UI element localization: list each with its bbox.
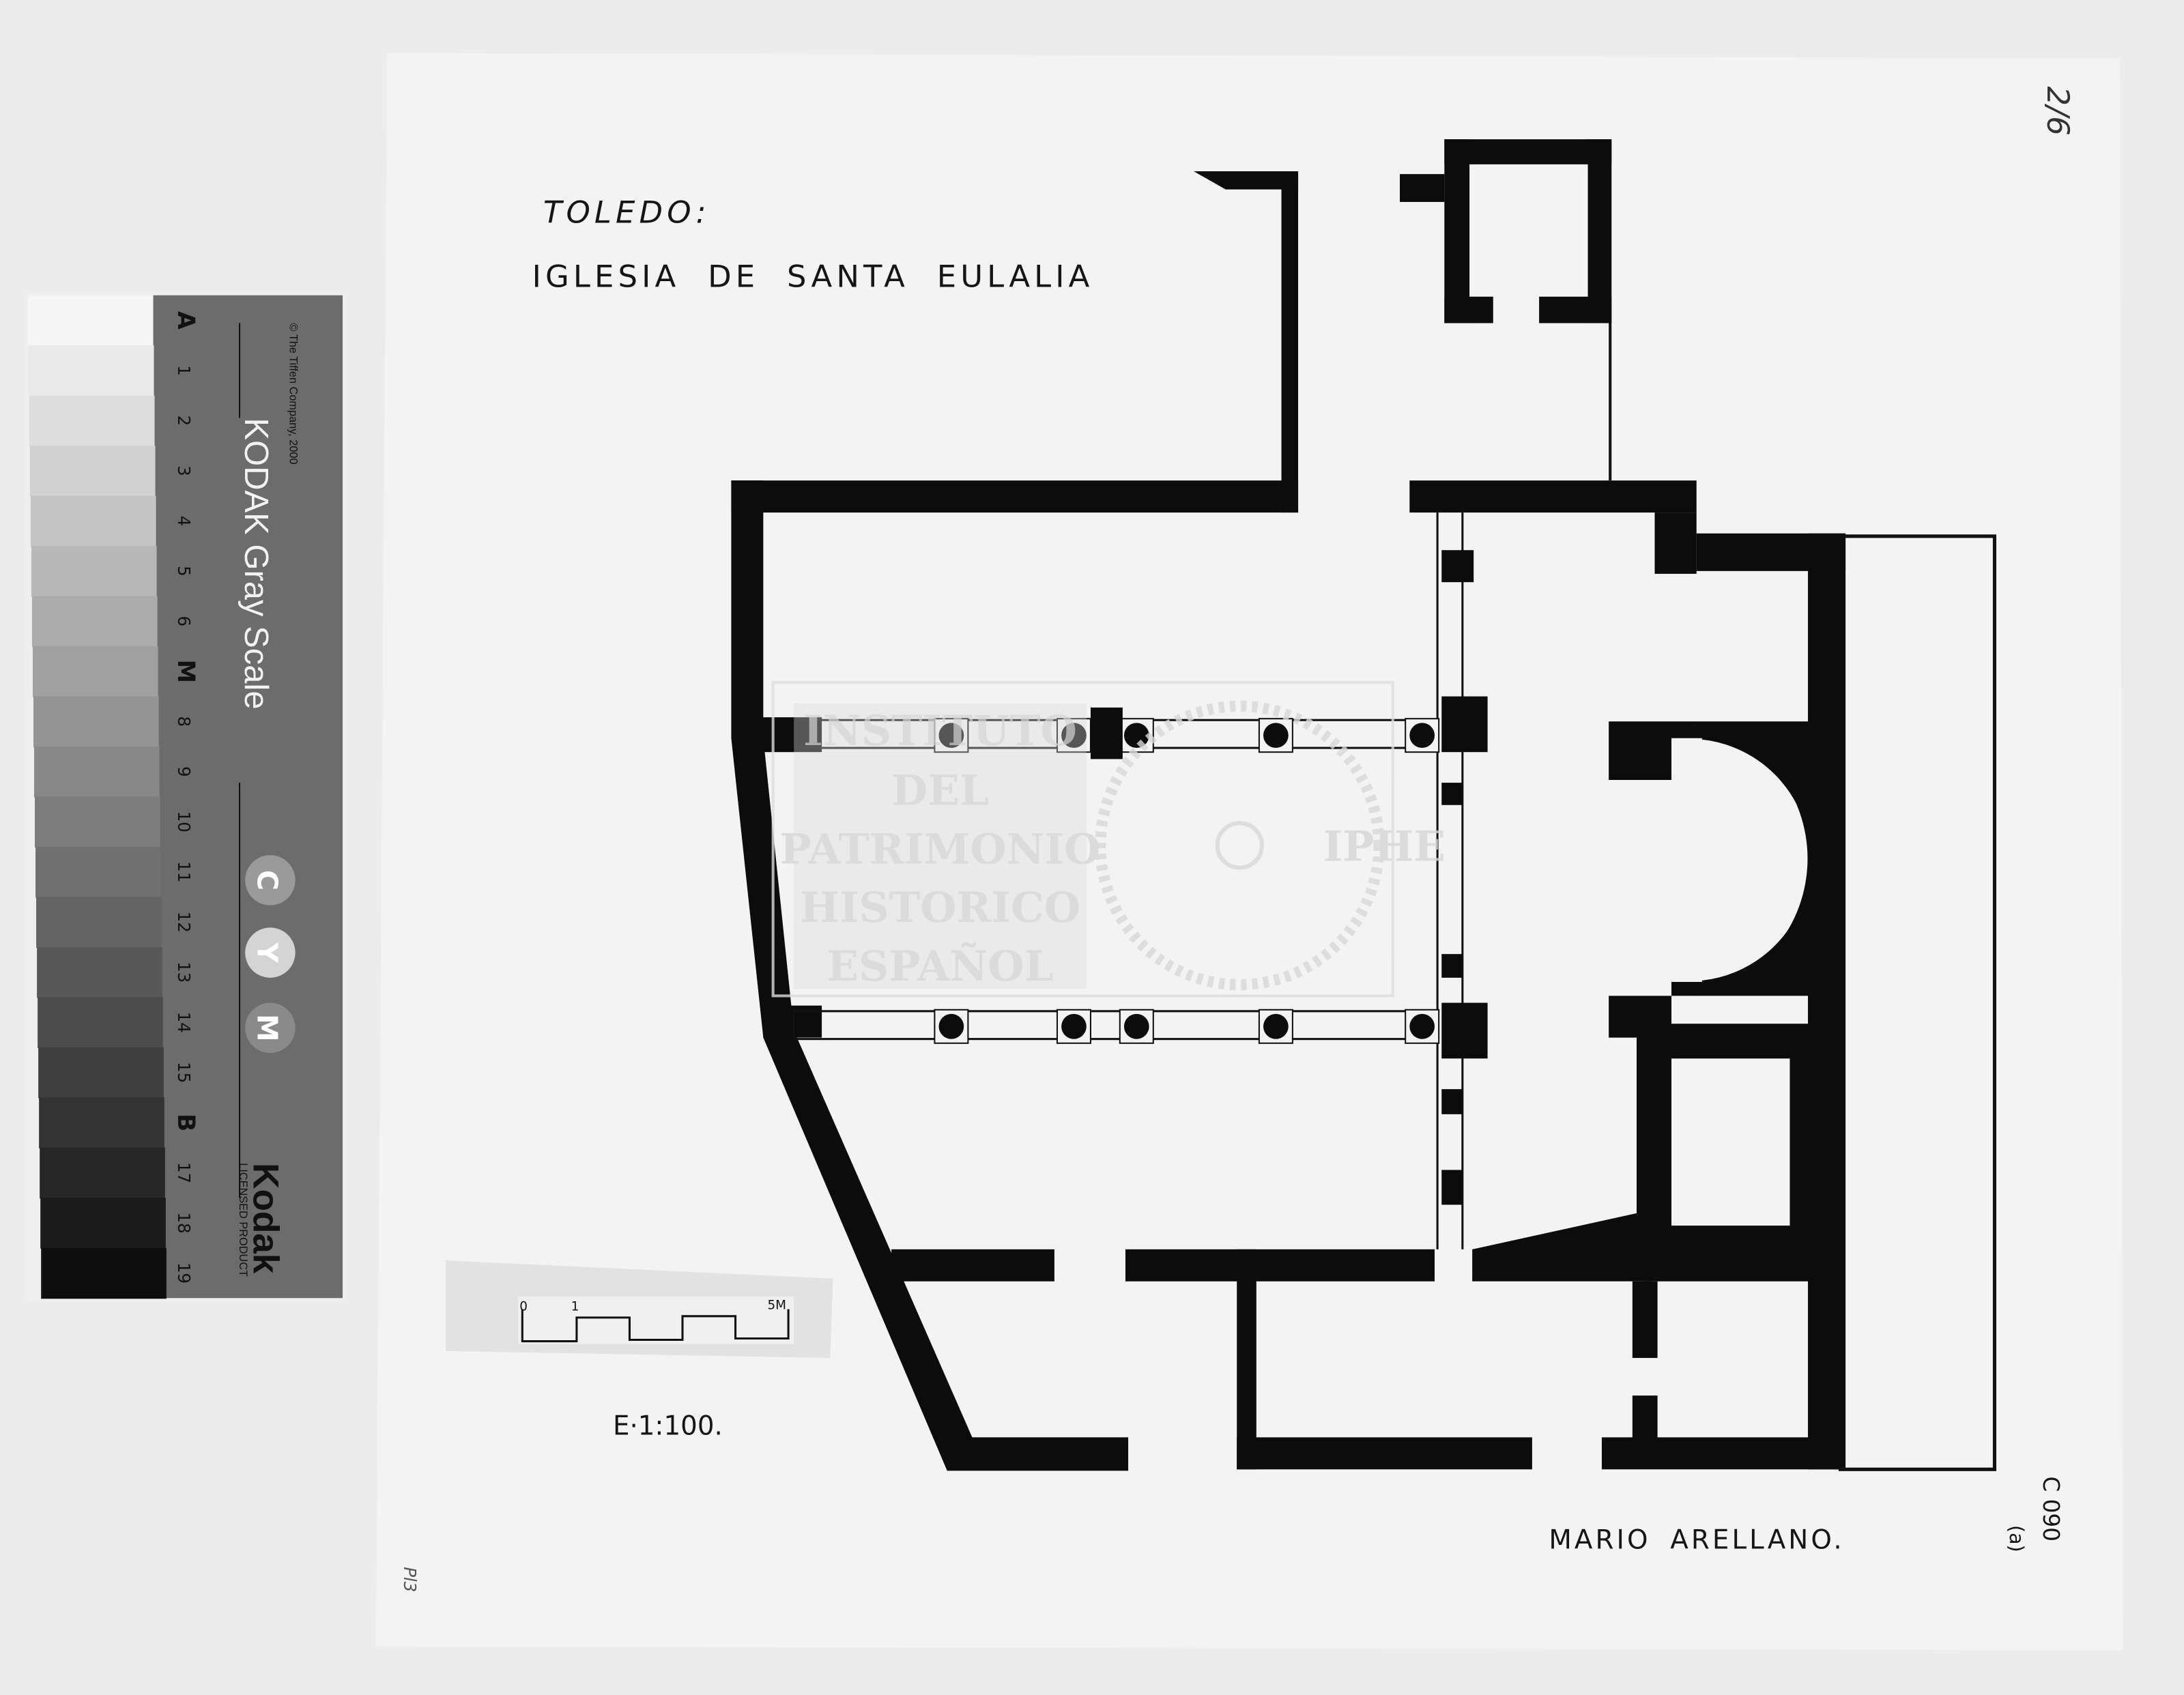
watermark-line: HISTORICO [800,884,1080,932]
licensed-product: LICENSED PRODUCT [237,1163,249,1277]
gray-step-label: 9 [174,766,194,777]
gray-step [33,696,159,748]
gray-step-label: 13 [174,961,194,983]
watermark-seal: IPHE [1323,822,1446,871]
gray-step-label: 6 [174,616,194,627]
scale-tick: 1 [571,1300,579,1314]
gray-step-label: A [172,311,199,330]
column [1061,723,1087,749]
gray-step-label: 11 [174,861,194,882]
watermark-line: ESPAÑOL [827,941,1053,991]
watermark-line: DEL [891,767,989,815]
gray-card-copyright: © The Tiffen Company, 2000 [287,323,299,465]
gray-step [41,1247,167,1299]
scale-start: 0 [519,1300,528,1314]
gray-step [28,345,154,396]
gray-step [27,295,154,347]
gray-step [40,1198,166,1249]
scale-bar: 0 1 5M [446,1260,833,1359]
column [1061,1013,1087,1039]
archive-note: (a) [2005,1525,2028,1552]
gray-step [35,846,161,898]
dot-label-y: Y [251,942,284,963]
iphe-watermark: INSTITUTO DEL PATRIMONIO HISTORICO ESPAÑ… [771,681,1446,998]
gray-step [38,997,163,1048]
gray-card-title: KODAK Gray Scale [238,418,274,709]
gray-step [38,1047,164,1099]
gray-step-label: 3 [174,465,194,476]
scale-label: E·1:100. [613,1410,723,1441]
gray-step-label: 2 [174,416,194,426]
gray-step [31,546,157,597]
drawing-city: TOLEDO: [543,194,710,231]
gray-step [34,747,160,798]
gray-step-label: 5 [174,566,194,577]
gray-step-label: 4 [174,516,194,527]
dot-label-m: M [251,1014,284,1042]
column [938,723,964,749]
gray-step [35,796,160,848]
gray-step [31,596,158,648]
handwritten-number: 2/6 [2040,87,2076,136]
gray-step-label: 10 [174,811,194,832]
gray-step-label: 19 [174,1262,194,1284]
gray-step [39,1097,164,1148]
scale-end: 5M [767,1299,786,1313]
gray-step [29,446,156,497]
gray-steps [27,295,167,1299]
cyan-dot [245,855,296,906]
gray-step-label: 15 [174,1062,194,1083]
gray-step-label: 1 [174,365,194,376]
gray-step-label: M [172,660,199,684]
gray-step [29,395,155,447]
author: MARIO ARELLANO. [1549,1525,1844,1556]
column [1123,723,1149,749]
gray-step [40,1147,165,1199]
yellow-dot [245,927,296,978]
column [1409,723,1435,749]
gray-step [36,897,162,948]
column [1263,723,1289,749]
kodak-logo: Kodak [245,1163,285,1274]
floor-plan [731,139,1996,1471]
gray-step-label: B [172,1114,199,1131]
column [1263,1013,1289,1039]
gray-step-label: 18 [174,1212,194,1233]
column [938,1013,964,1039]
column [1409,1013,1435,1039]
gray-step-label: 8 [174,716,194,727]
gray-step-label: 12 [174,912,194,933]
gray-step [30,495,156,547]
drawing-title: IGLESIA DE SANTA EULALIA [532,258,1094,294]
gray-step-label: 17 [174,1162,194,1183]
gray-step [37,946,162,998]
gray-step [32,646,158,697]
handwritten-corner: Pl3 [400,1567,420,1592]
archive-code: C 090 [2038,1477,2064,1541]
dot-label-c: C [251,870,284,890]
magenta-dot [245,1002,296,1054]
watermark-line: INSTITUTO [803,707,1077,755]
gray-step-label: 14 [174,1012,194,1033]
watermark-line: PATRIMONIO [780,825,1101,873]
column [1123,1013,1149,1039]
